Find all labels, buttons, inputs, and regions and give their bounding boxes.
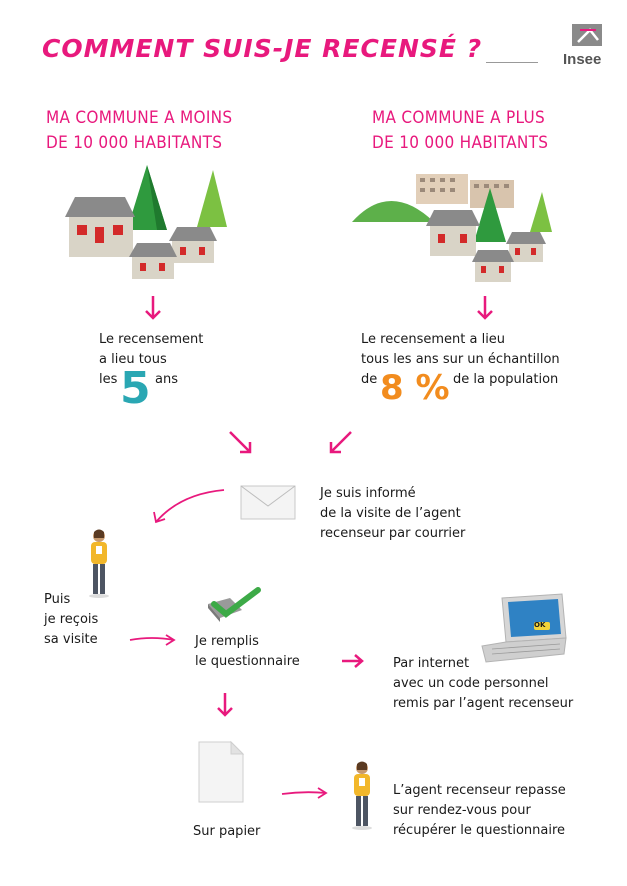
remplis-text: Je remplis le questionnaire — [195, 634, 300, 669]
checkmark-icon — [208, 587, 261, 622]
right-description: Le recensement a lieu tous les ans sur u… — [361, 332, 560, 367]
arrow-right-icon — [281, 787, 328, 799]
left-header: MA COMMUNE A MOINS DE 10 000 HABITANTS — [46, 108, 233, 153]
papier-text: Sur papier — [193, 824, 261, 839]
repasse-text: L’agent recenseur repasse sur rendez-vou… — [393, 783, 566, 838]
arrow-right-icon — [129, 634, 176, 646]
large-town-illustration — [352, 174, 552, 282]
left-text-pre: les — [99, 372, 118, 387]
right-text-post: de la population — [453, 372, 559, 387]
small-village-illustration — [65, 165, 227, 279]
right-big-number: 8 % — [380, 368, 450, 408]
ok-label: OK — [534, 621, 546, 629]
title-rule — [486, 62, 538, 63]
arrow-down-icon — [145, 296, 161, 320]
courrier-text: Je suis informé de la visite de l’agent … — [320, 486, 466, 541]
arrow-right-icon — [342, 654, 364, 668]
laptop-icon — [481, 593, 567, 663]
internet-text: Par internet avec un code personnel remi… — [393, 656, 574, 711]
arrow-down-icon — [477, 296, 493, 320]
arrow-diagonal-icon — [329, 431, 352, 454]
paper-sheet-icon — [198, 740, 245, 803]
insee-logo-icon — [572, 24, 602, 46]
left-description: Le recensement a lieu tous — [99, 332, 204, 367]
left-big-number: 5 — [120, 363, 151, 414]
census-agent-icon — [89, 529, 109, 598]
envelope-icon — [240, 485, 296, 520]
left-text-post: ans — [155, 372, 178, 387]
page-title: COMMENT SUIS-JE RECENSÉ ? — [42, 34, 483, 63]
visite-text: Puis je reçois sa visite — [44, 592, 99, 647]
right-text-pre: de — [361, 372, 378, 387]
insee-logo-text: Insee — [563, 51, 602, 68]
right-header: MA COMMUNE A PLUS DE 10 000 HABITANTS — [372, 108, 549, 153]
arrow-diagonal-icon — [229, 431, 252, 454]
curved-arrow-icon — [153, 489, 225, 524]
census-agent-icon — [352, 761, 372, 830]
arrow-down-icon — [217, 693, 233, 717]
